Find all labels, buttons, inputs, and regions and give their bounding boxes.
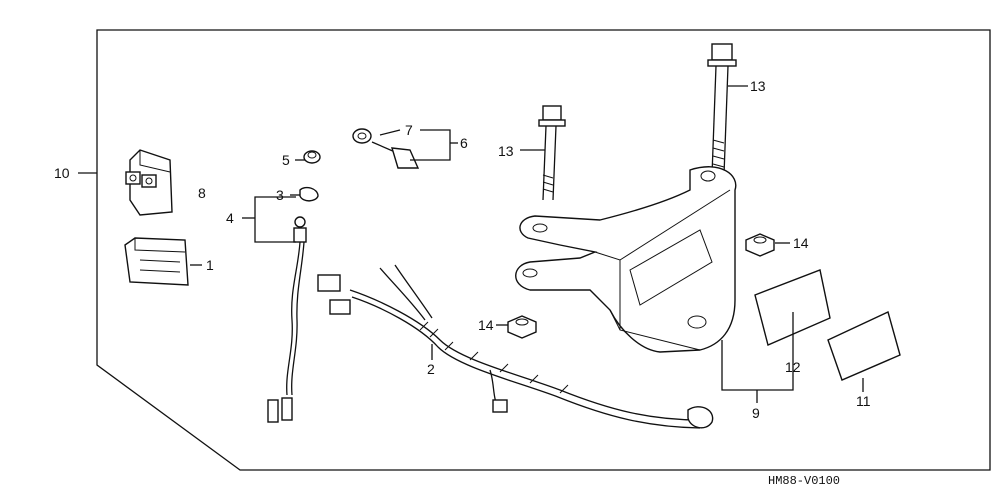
bolt-13-long-part [707, 43, 737, 176]
callout-12: 12 [785, 359, 801, 375]
callout-5: 5 [282, 152, 290, 168]
grommet-5-part [303, 150, 321, 164]
clip-3-part [299, 186, 319, 202]
callout-2: 2 [427, 361, 435, 377]
callout-13-left: 13 [498, 143, 514, 159]
bolt-13-short-part [538, 105, 566, 201]
label-plate-12-part [754, 269, 831, 346]
callout-4: 4 [226, 210, 234, 226]
callout-11: 11 [856, 393, 871, 409]
assembly-boundary [96, 29, 991, 471]
sub-harness-part [267, 216, 307, 423]
callout-14-right: 14 [793, 235, 809, 251]
diagram-code: HM88-V0100 [768, 474, 840, 488]
callout-9: 9 [752, 405, 760, 421]
module-cover-part [124, 237, 189, 286]
nut-14-right-part [745, 233, 775, 257]
callout-13-right: 13 [750, 78, 766, 94]
nut-14-left-part [507, 315, 537, 339]
callout-14-left: 14 [478, 317, 494, 333]
callout-8: 8 [198, 185, 206, 201]
callout-10: 10 [54, 165, 70, 181]
switch-part [352, 128, 420, 169]
callout-3: 3 [276, 187, 284, 203]
leader-lines [78, 85, 864, 403]
mounting-bracket-part [515, 166, 737, 353]
callout-6: 6 [460, 135, 468, 151]
control-module-part [125, 149, 173, 216]
main-harness-part [317, 264, 714, 429]
callout-1: 1 [206, 257, 214, 273]
callout-7: 7 [405, 122, 413, 138]
label-plate-11-part [827, 311, 901, 381]
